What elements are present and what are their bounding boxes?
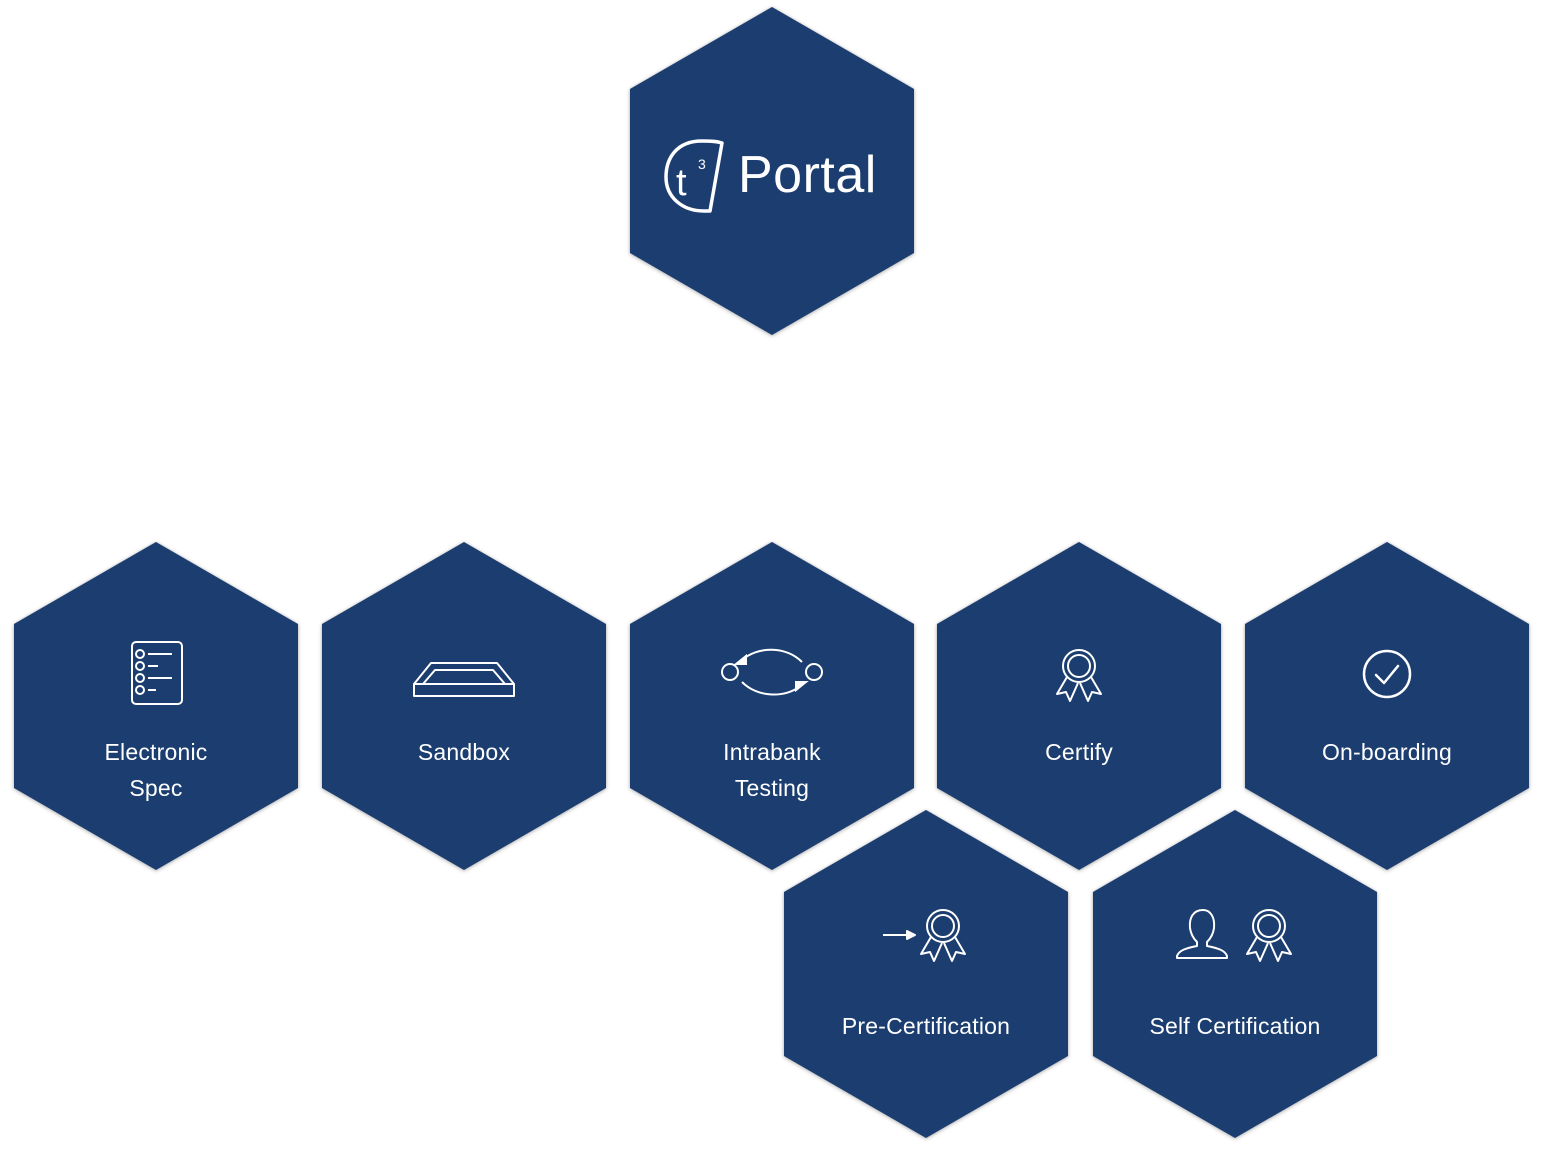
hexagon-background	[784, 810, 1068, 1138]
portal-hexagon[interactable]: t 3 Portal	[630, 7, 914, 335]
exchange-arrows-icon	[630, 646, 914, 700]
onboarding-hexagon[interactable]: On-boarding	[1245, 542, 1529, 870]
label-line-2: Spec	[129, 775, 183, 801]
hexagon-background	[322, 542, 606, 870]
hexagon-background	[1245, 542, 1529, 870]
logo-superscript: 3	[698, 156, 706, 172]
pre-certification-hexagon[interactable]: Pre-Certification	[784, 810, 1068, 1138]
logo-letter: t	[676, 162, 687, 204]
sandbox-label: Sandbox	[417, 739, 511, 765]
onboarding-label: On-boarding	[1321, 739, 1453, 765]
self-certification-hexagon[interactable]: Self Certification	[1093, 810, 1377, 1138]
label-line-2: Testing	[734, 775, 810, 801]
hexagon-background	[1093, 810, 1377, 1138]
user-award-icon	[1093, 906, 1377, 964]
hexagon-background	[630, 542, 914, 870]
portal-title: Portal	[738, 146, 877, 204]
portal-logo: t 3 Portal	[662, 135, 877, 215]
hexagon-background	[14, 542, 298, 870]
check-circle-icon	[1245, 648, 1529, 700]
electronic-spec-hexagon[interactable]: Electronic Spec	[14, 542, 298, 870]
label-line-1: Intrabank	[723, 739, 821, 765]
sandbox-hexagon[interactable]: Sandbox	[322, 542, 606, 870]
award-ribbon-icon	[937, 646, 1221, 704]
label-line-1: Electronic	[104, 739, 208, 765]
arrow-award-icon	[784, 906, 1068, 964]
checklist-icon	[14, 640, 298, 706]
pre-certification-label: Pre-Certification	[841, 1013, 1011, 1039]
intrabank-testing-hexagon[interactable]: Intrabank Testing	[630, 542, 914, 870]
t3-logo-icon: t 3	[664, 139, 724, 213]
hexagon-background	[937, 542, 1221, 870]
certify-label: Certify	[1045, 739, 1113, 765]
certify-hexagon[interactable]: Certify	[937, 542, 1221, 870]
electronic-spec-label: Electronic Spec	[14, 734, 298, 806]
self-certification-label: Self Certification	[1149, 1013, 1321, 1039]
tray-icon	[322, 658, 606, 698]
intrabank-testing-label: Intrabank Testing	[630, 734, 914, 806]
